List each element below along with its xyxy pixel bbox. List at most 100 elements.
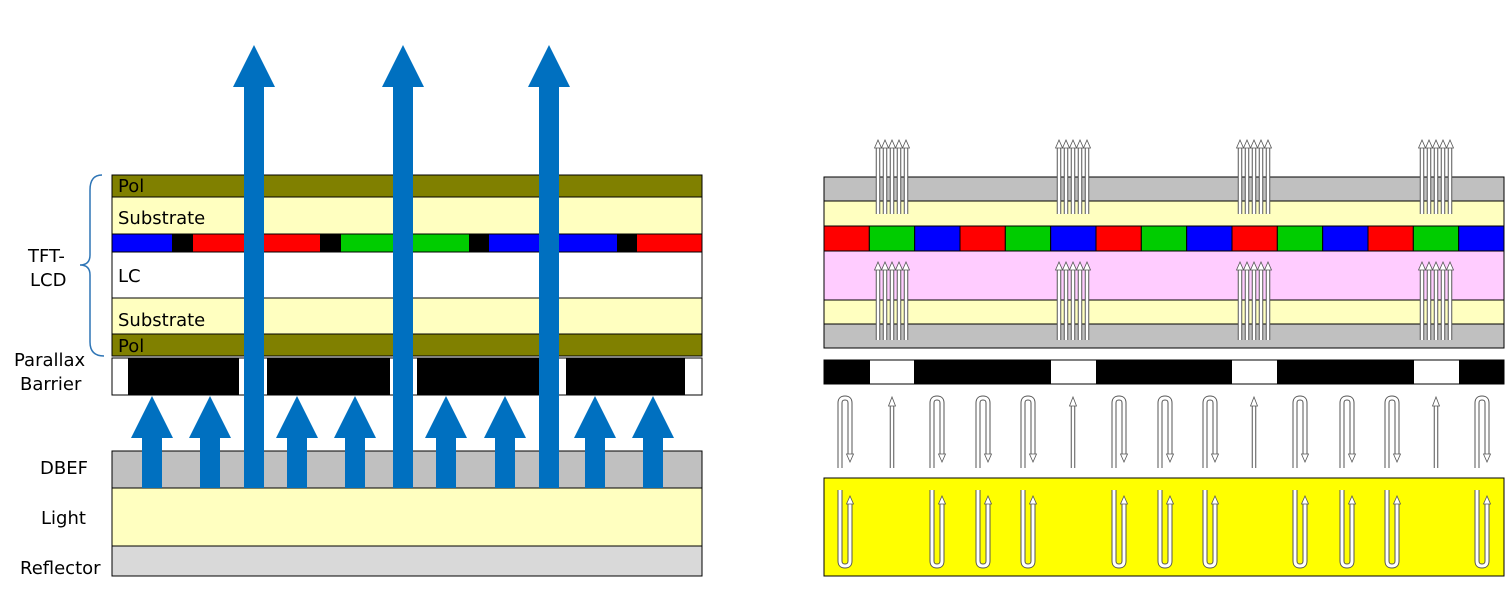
lower-recycle-loop-head xyxy=(1165,495,1175,505)
lower-recycle-loop xyxy=(1112,490,1126,568)
lower-recycle-loop xyxy=(976,490,990,568)
ray-head xyxy=(1068,139,1078,149)
straight-ray-head xyxy=(887,395,897,407)
substrate-top-label: Substrate xyxy=(118,208,205,229)
right-barrier-cell-white xyxy=(1051,360,1096,384)
short-light-arrow xyxy=(574,396,616,488)
right-barrier-cell-black xyxy=(1096,360,1232,384)
ray-head xyxy=(880,261,890,271)
upper-recycle-loop-head xyxy=(1482,453,1492,463)
right-filter-cell-green xyxy=(868,225,916,252)
upper-recycle-loop-head xyxy=(983,453,993,463)
ray-head xyxy=(1249,261,1259,271)
upper-recycle-loop xyxy=(838,396,852,468)
ray-head xyxy=(1235,139,1245,149)
tft-lcd-label-line2: LCD xyxy=(30,270,66,291)
right-filter-cell-blue xyxy=(914,225,961,252)
color-filter-cell-black xyxy=(469,234,489,252)
color-filter-cell-black xyxy=(172,234,193,252)
upper-recycle-loop xyxy=(1340,396,1354,468)
right-filter-cell-blue xyxy=(1186,225,1233,252)
ray-head xyxy=(1054,261,1064,271)
short-light-arrow xyxy=(131,396,173,488)
reflector-layer xyxy=(111,545,703,577)
ray-head xyxy=(1445,261,1455,271)
ray-head xyxy=(1256,261,1266,271)
ray-head xyxy=(1263,139,1273,149)
right-filter-cell-green xyxy=(1276,225,1324,252)
dbef-label: DBEF xyxy=(40,458,88,479)
ray-head xyxy=(1445,139,1455,149)
color-filter-cell-blue xyxy=(112,234,172,252)
ray-head xyxy=(1075,139,1085,149)
ray-head xyxy=(1082,139,1092,149)
ray-head xyxy=(1263,261,1273,271)
tft-lcd-bracket xyxy=(79,174,105,357)
straight-ray-head xyxy=(1431,395,1441,407)
upper-recycle-loop-head xyxy=(1210,453,1220,463)
right-substrate-bottom xyxy=(823,299,1505,325)
light-layer xyxy=(111,487,703,547)
ray-head xyxy=(901,261,911,271)
lower-recycle-loop-head xyxy=(1347,495,1357,505)
right-color-filter xyxy=(823,225,1505,252)
ray-head xyxy=(1424,139,1434,149)
upper-recycle-loop-head xyxy=(1392,453,1402,463)
upper-recycle-loop xyxy=(1475,396,1489,468)
lower-recycle-loop xyxy=(930,490,944,568)
short-light-arrow xyxy=(276,396,318,488)
ray-head xyxy=(1235,261,1245,271)
lower-recycle-loop-head xyxy=(983,495,993,505)
ray-head xyxy=(1431,261,1441,271)
right-parallax-barrier xyxy=(823,359,1505,385)
upper-recycle-loop xyxy=(1203,396,1217,468)
ray-head xyxy=(1256,139,1266,149)
lower-recycle-loop-head xyxy=(1210,495,1220,505)
short-light-arrow xyxy=(425,396,467,488)
passing-light-arrows xyxy=(233,45,570,488)
upper-recycle-loop-head xyxy=(1165,453,1175,463)
upper-recycle-loop-head xyxy=(937,453,947,463)
upper-recycle-loop-head xyxy=(1300,453,1310,463)
tall-light-arrow xyxy=(233,45,275,488)
right-substrate-top xyxy=(823,200,1505,227)
ray-head xyxy=(1082,261,1092,271)
right-filter-cell-red xyxy=(1095,225,1142,252)
ray-head xyxy=(887,139,897,149)
lower-recycle-loop xyxy=(838,490,852,568)
right-filter-cell-red xyxy=(1231,225,1278,252)
parallax-label-line1: Parallax xyxy=(14,350,86,371)
color-filter-cell-red xyxy=(637,234,702,252)
ray-head xyxy=(880,139,890,149)
right-barrier-cell-black xyxy=(824,360,870,384)
right-filter-cell-red xyxy=(959,225,1006,252)
right-filter-cell-green xyxy=(1140,225,1188,252)
lower-recycle-loop-head xyxy=(1392,495,1402,505)
recycled-light-loops xyxy=(837,395,1492,569)
right-pol-bottom xyxy=(823,323,1505,349)
right-filter-cell-blue xyxy=(1322,225,1369,252)
lower-recycle-loop-head xyxy=(1482,495,1492,505)
lower-recycle-loop-head xyxy=(1028,495,1038,505)
right-barrier-cell-white xyxy=(870,360,914,384)
barrier-block xyxy=(128,358,239,395)
right-filter-cell-blue xyxy=(1458,225,1505,252)
color-filter-cell-red xyxy=(265,234,320,252)
straight-ray-head xyxy=(1249,395,1259,407)
color-filter-cell-black xyxy=(617,234,637,252)
ray-head xyxy=(1061,139,1071,149)
right-barrier-cell-black xyxy=(914,360,1051,384)
ray-head xyxy=(1075,261,1085,271)
ray-head xyxy=(1424,261,1434,271)
ray-head xyxy=(1431,139,1441,149)
tall-light-arrow xyxy=(528,45,570,488)
reflector-label: Reflector xyxy=(20,558,101,579)
left-diagram: Pol Substrate LC Substrate Pol TFT- LCD … xyxy=(14,45,703,579)
lower-recycle-loop-head xyxy=(845,495,855,505)
short-light-arrow xyxy=(484,396,526,488)
ray-head xyxy=(873,261,883,271)
upper-recycle-loop xyxy=(976,396,990,468)
lower-recycle-loop xyxy=(1385,490,1399,568)
tft-lcd-label-line1: TFT- xyxy=(27,246,65,267)
ray-head xyxy=(1061,261,1071,271)
